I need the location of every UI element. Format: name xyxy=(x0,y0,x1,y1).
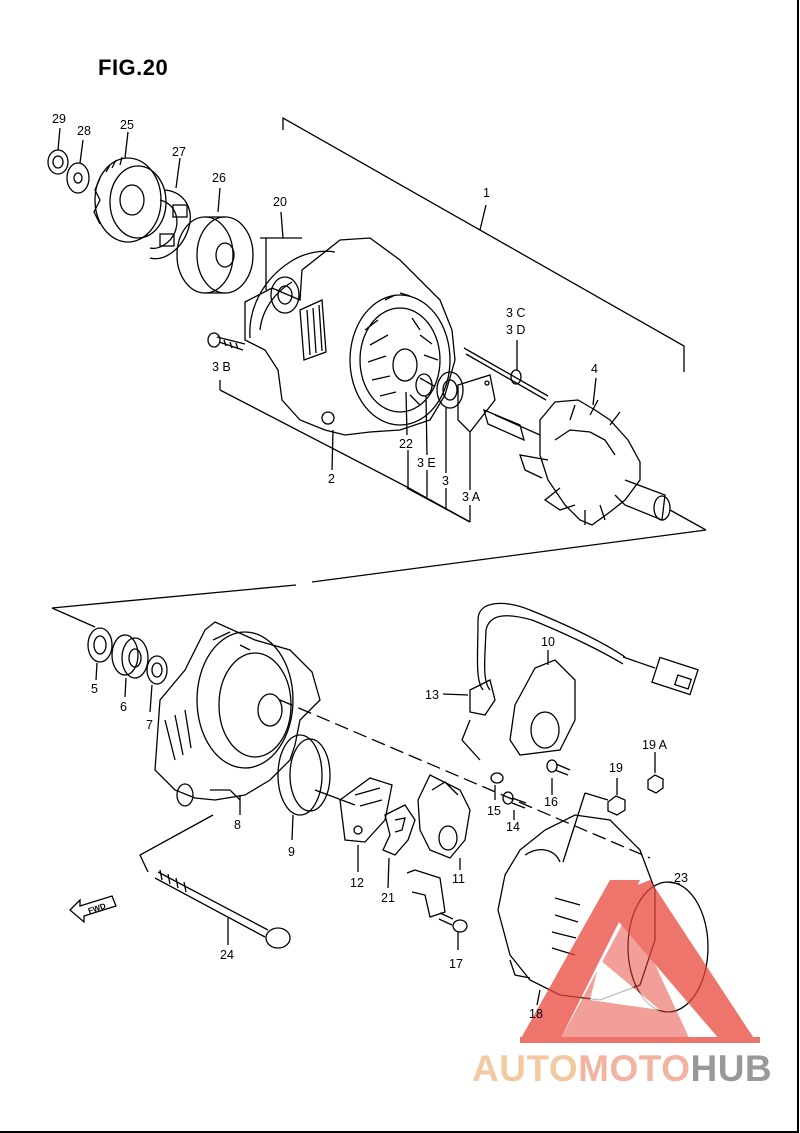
part-5-seal xyxy=(87,627,113,681)
part-13-clamp xyxy=(442,679,496,761)
watermark-part-2: MOTO xyxy=(578,1048,691,1089)
callout-25: 25 xyxy=(120,118,134,132)
callout-21: 21 xyxy=(381,891,395,905)
watermark-logo-icon xyxy=(520,880,760,1043)
callout-24: 24 xyxy=(220,948,234,962)
callout-3d: 3 D xyxy=(506,323,526,337)
callout-13: 13 xyxy=(425,688,439,702)
part-2-front-housing xyxy=(244,237,456,471)
part-16-screw xyxy=(546,759,571,795)
assembly-bracket-1 xyxy=(282,116,685,372)
assembly-centerline xyxy=(279,699,651,859)
part-8-rear-housing xyxy=(154,621,321,815)
callout-4: 4 xyxy=(591,362,598,376)
part-11-regulator xyxy=(406,774,471,918)
watermark-part-1: AUTO xyxy=(472,1048,579,1089)
callout-3e: 3 E xyxy=(417,456,436,470)
callout-26: 26 xyxy=(212,171,226,185)
callout-7: 7 xyxy=(146,718,153,732)
part-3b-bolt xyxy=(207,332,471,523)
part-24-bolt xyxy=(139,814,291,949)
part-19a-nut xyxy=(647,752,664,794)
callout-8: 8 xyxy=(234,818,241,832)
part-3c-stud xyxy=(463,340,549,401)
callout-leaders-center xyxy=(405,371,496,523)
callout-12: 12 xyxy=(350,876,364,890)
part-19-nut xyxy=(562,778,626,863)
callout-1: 1 xyxy=(483,186,490,200)
callout-22: 22 xyxy=(399,437,413,451)
part-9-plate xyxy=(277,734,356,841)
fwd-arrow-icon xyxy=(69,895,117,924)
part-17-screw xyxy=(438,912,468,950)
part-7-ring xyxy=(146,655,168,713)
callout-18: 18 xyxy=(529,1007,543,1021)
section-divider-upper xyxy=(51,509,707,628)
part-6-bearing xyxy=(111,634,149,698)
callout-16: 16 xyxy=(544,795,558,809)
callout-3b: 3 B xyxy=(212,360,231,374)
callout-14: 14 xyxy=(506,820,520,834)
callout-15: 15 xyxy=(487,804,501,818)
part-20-bearing xyxy=(260,211,302,290)
callout-29: 29 xyxy=(52,112,66,126)
callout-2: 2 xyxy=(328,472,335,486)
callout-5: 5 xyxy=(91,682,98,696)
callout-27: 27 xyxy=(172,145,186,159)
watermark-part-3: HUB xyxy=(690,1048,773,1089)
callout-19a: 19 A xyxy=(642,738,668,752)
part-28-washer xyxy=(66,139,90,194)
part-12-rectifier xyxy=(339,777,393,872)
part-15-screw xyxy=(490,772,504,800)
callout-6: 6 xyxy=(120,700,127,714)
callout-3c: 3 C xyxy=(506,306,526,320)
callout-23: 23 xyxy=(674,871,688,885)
callout-3a: 3 A xyxy=(462,490,481,504)
figure-title: FIG.20 xyxy=(98,55,169,80)
part-4-rotor xyxy=(483,377,671,526)
callout-3: 3 xyxy=(442,474,449,488)
part-27-spacer xyxy=(149,157,191,260)
part-25-pulley xyxy=(93,131,167,243)
callout-20: 20 xyxy=(273,195,287,209)
callout-17: 17 xyxy=(449,957,463,971)
part-26-collar xyxy=(176,187,254,294)
callout-11: 11 xyxy=(452,872,465,886)
callout-19: 19 xyxy=(609,761,623,775)
part-10-harness xyxy=(476,602,699,756)
callout-28: 28 xyxy=(77,124,91,138)
part-29-nut xyxy=(47,127,69,175)
part-14-screw xyxy=(502,791,527,820)
part-21-clip xyxy=(382,804,416,889)
callout-10: 10 xyxy=(541,635,555,649)
callout-9: 9 xyxy=(288,845,295,859)
watermark-text: AUTOMOTOHUB xyxy=(472,1048,772,1090)
